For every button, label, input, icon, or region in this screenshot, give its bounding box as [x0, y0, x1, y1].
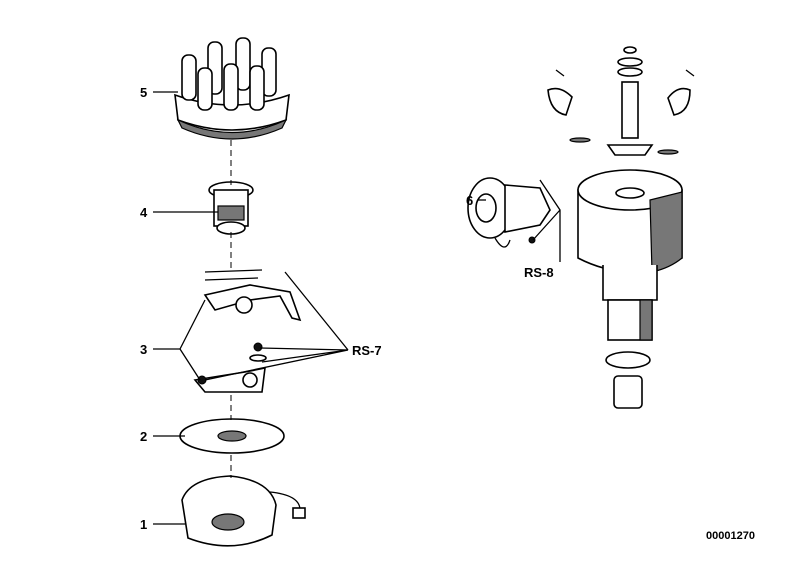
- breaker-plate[interactable]: [181, 475, 306, 547]
- callout-2[interactable]: 2: [140, 429, 147, 444]
- diagram-reference-number: 00001270: [706, 530, 755, 542]
- distributor-housing[interactable]: [577, 169, 683, 409]
- leader-lines: [153, 91, 561, 525]
- dust-cover[interactable]: [179, 418, 285, 454]
- vacuum-advance-unit[interactable]: [467, 177, 551, 248]
- distributor-cap[interactable]: [174, 37, 290, 140]
- distributor-shaft[interactable]: [547, 46, 695, 156]
- contact-breaker-assembly[interactable]: [193, 269, 302, 393]
- repair-set-rs7[interactable]: RS-7: [352, 343, 382, 358]
- callout-5[interactable]: 5: [140, 85, 147, 100]
- callout-3[interactable]: 3: [140, 342, 147, 357]
- callout-1[interactable]: 1: [140, 517, 147, 532]
- callout-4[interactable]: 4: [140, 205, 148, 220]
- rotor[interactable]: [208, 181, 254, 235]
- repair-set-rs8[interactable]: RS-8: [524, 265, 554, 280]
- callout-6[interactable]: 6: [466, 193, 473, 208]
